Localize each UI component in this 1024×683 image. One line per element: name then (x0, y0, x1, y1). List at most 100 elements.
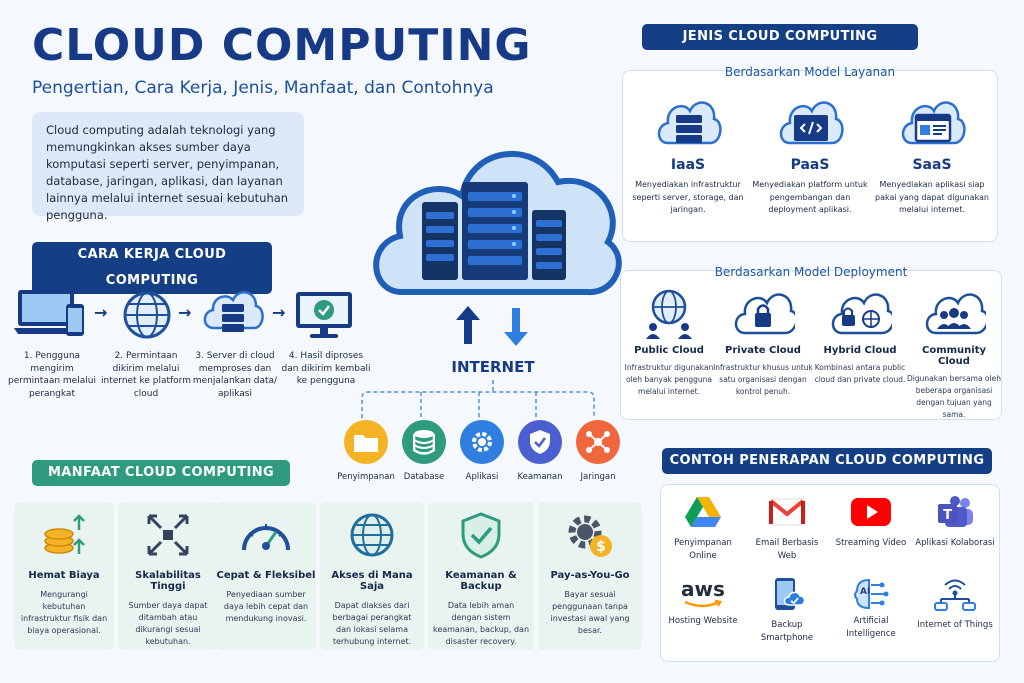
benefit-card: Hemat Biaya Mengurangi kebutuhan infrast… (14, 502, 114, 650)
service-iaas: IaaS Menyediakan infrastruktur seperti s… (629, 93, 747, 217)
deployment-desc: Digunakan bersama oleh beberapa organisa… (907, 374, 1001, 419)
service-desc: Menyediakan aplikasi siap pakai yang dap… (875, 180, 989, 214)
central-cloud-server-icon (373, 151, 622, 296)
benefit-title: Skalabilitas Tinggi (135, 570, 201, 592)
service-paas: PaaS Menyediakan platform untuk pengemba… (751, 93, 869, 217)
internet-item-database: Database (392, 420, 456, 482)
layanan-heading: Berdasarkan Model Layanan (724, 65, 896, 79)
globe-icon (123, 291, 171, 339)
internet-item-jaringan: Jaringan (566, 420, 630, 482)
cloud-server-icon (203, 291, 264, 332)
benefit-card: Keamanan & Backup Data lebih aman dengan… (428, 502, 534, 650)
benefit-desc: Dapat diakses dari berbagai perangkat da… (332, 601, 412, 646)
benefit-desc: Penyediaan sumber daya lebih cepat dan m… (223, 590, 309, 623)
example-label: Backup Smartphone (760, 620, 814, 643)
service-title: PaaS (790, 157, 830, 173)
arrow-right-icon: → (178, 303, 192, 322)
aws-logo-text: aws (681, 577, 725, 601)
shield-check-icon (461, 512, 501, 559)
ai-logo-text: AI (860, 587, 871, 597)
benefit-desc: Bayar sesuai penggunaan tanpa investasi … (550, 590, 630, 635)
internet-items: Penyimpanan Database Aplikasi Keamanan J… (332, 420, 622, 486)
step-1 (14, 288, 86, 342)
step-1-text: 1. Pengguna mengirim permintaan melalui … (8, 351, 96, 399)
public-cloud-icon (646, 289, 692, 339)
community-cloud-icon (925, 293, 989, 335)
deployment-public: Public Cloud Infrastruktur digunakan ole… (621, 287, 717, 398)
intro-box: Cloud computing adalah teknologi yang me… (32, 112, 304, 222)
service-desc: Menyediakan platform untuk pengembangan … (752, 180, 868, 214)
hybrid-cloud-icon (831, 293, 895, 335)
aws-logo-icon: aws (663, 577, 743, 611)
cara-kerja-heading: CARA KERJA CLOUD COMPUTING (32, 242, 272, 294)
ai-icon: AI (831, 577, 911, 611)
example-item: Streaming Video (831, 495, 911, 550)
benefit-card: $ Pay-as-You-Go Bayar sesuai penggunaan … (538, 502, 642, 650)
deployment-title: Private Cloud (725, 345, 801, 356)
network-icon (576, 420, 620, 464)
database-icon (402, 420, 446, 464)
internet-item-label: Jaringan (580, 472, 616, 482)
step-2-text: 2. Permintaan dikirim melalui internet k… (101, 351, 191, 399)
benefit-desc: Data lebih aman dengan sistem keamanan, … (432, 601, 530, 646)
cloud-app-icon (901, 101, 966, 145)
monitor-check-icon (296, 292, 352, 338)
deployment-hybrid: Hybrid Cloud Kombinasi antara public clo… (811, 287, 909, 386)
benefit-title: Cepat & Fleksibel (216, 570, 316, 581)
step-4 (294, 290, 354, 344)
example-item: aws Hosting Website (663, 577, 743, 628)
globe-icon (350, 513, 394, 557)
example-item: Penyimpanan Online (663, 495, 743, 562)
deployment-panel: Berdasarkan Model Deployment Public Clou… (620, 265, 1002, 420)
drive-icon (685, 497, 721, 527)
gear-dollar-icon: $ (568, 515, 612, 557)
internet-item-aplikasi: Aplikasi (450, 420, 514, 482)
example-label: Internet of Things (917, 620, 993, 630)
jenis-heading: JENIS CLOUD COMPUTING (642, 24, 918, 50)
step-3-text: 3. Server di cloud memproses dan menjala… (192, 351, 278, 399)
step-2 (120, 290, 174, 344)
devices-icon (14, 290, 84, 336)
benefit-card: Akses di Mana Saja Dapat diakses dari be… (320, 502, 424, 650)
svg-text:T: T (943, 508, 952, 523)
benefit-title: Pay-as-You-Go (550, 570, 630, 581)
play-icon (851, 498, 891, 526)
example-label: Email Berbasis Web (755, 538, 819, 561)
manfaat-heading: MANFAAT CLOUD COMPUTING (32, 460, 290, 486)
internet-item-label: Aplikasi (465, 472, 499, 482)
speedometer-icon (242, 524, 290, 551)
example-label: Hosting Website (668, 616, 738, 626)
deployment-heading: Berdasarkan Model Deployment (714, 265, 908, 279)
page-subtitle: Pengertian, Cara Kerja, Jenis, Manfaat, … (32, 78, 494, 98)
contoh-panel: Penyimpanan Online Email Berbasis Web St… (660, 484, 1000, 662)
internet-item-label: Keamanan (517, 472, 563, 482)
example-item: Backup Smartphone (747, 577, 827, 644)
step-3 (200, 284, 264, 342)
deployment-title: Public Cloud (634, 345, 704, 356)
expand-icon (147, 514, 189, 556)
benefit-card: Skalabilitas Tinggi Sumber daya dapat di… (118, 502, 218, 650)
service-title: SaaS (912, 157, 952, 173)
deployment-title: Community Cloud (921, 345, 986, 367)
internet-item-penyimpanan: Penyimpanan (334, 420, 398, 482)
gear-icon (460, 420, 504, 464)
example-item: T Aplikasi Kolaborasi (915, 495, 995, 550)
lock-cloud-icon (734, 293, 798, 335)
service-saas: SaaS Menyediakan aplikasi siap pakai yan… (873, 93, 991, 217)
benefit-title: Keamanan & Backup (445, 570, 517, 592)
internet-item-label: Penyimpanan (337, 472, 395, 482)
layanan-panel: Berdasarkan Model Layanan IaaS Menyediak… (622, 65, 998, 242)
page-title: CLOUD COMPUTING (32, 20, 532, 71)
mail-icon (768, 498, 806, 526)
benefit-desc: Mengurangi kebutuhan infrastruktur fisik… (20, 590, 108, 635)
example-item: Email Berbasis Web (747, 495, 827, 562)
deployment-desc: Infrastruktur digunakan oleh banyak peng… (624, 363, 714, 396)
example-item: Internet of Things (915, 577, 995, 632)
deployment-private: Private Cloud Infrastruktur khusus untuk… (713, 287, 813, 398)
benefit-title: Hemat Biaya (28, 570, 100, 581)
shield-icon (518, 420, 562, 464)
teams-icon: T (938, 496, 973, 527)
service-title: IaaS (670, 157, 706, 173)
svg-text:$: $ (596, 539, 606, 555)
deployment-desc: Infrastruktur khusus untuk satu organisa… (713, 363, 813, 396)
